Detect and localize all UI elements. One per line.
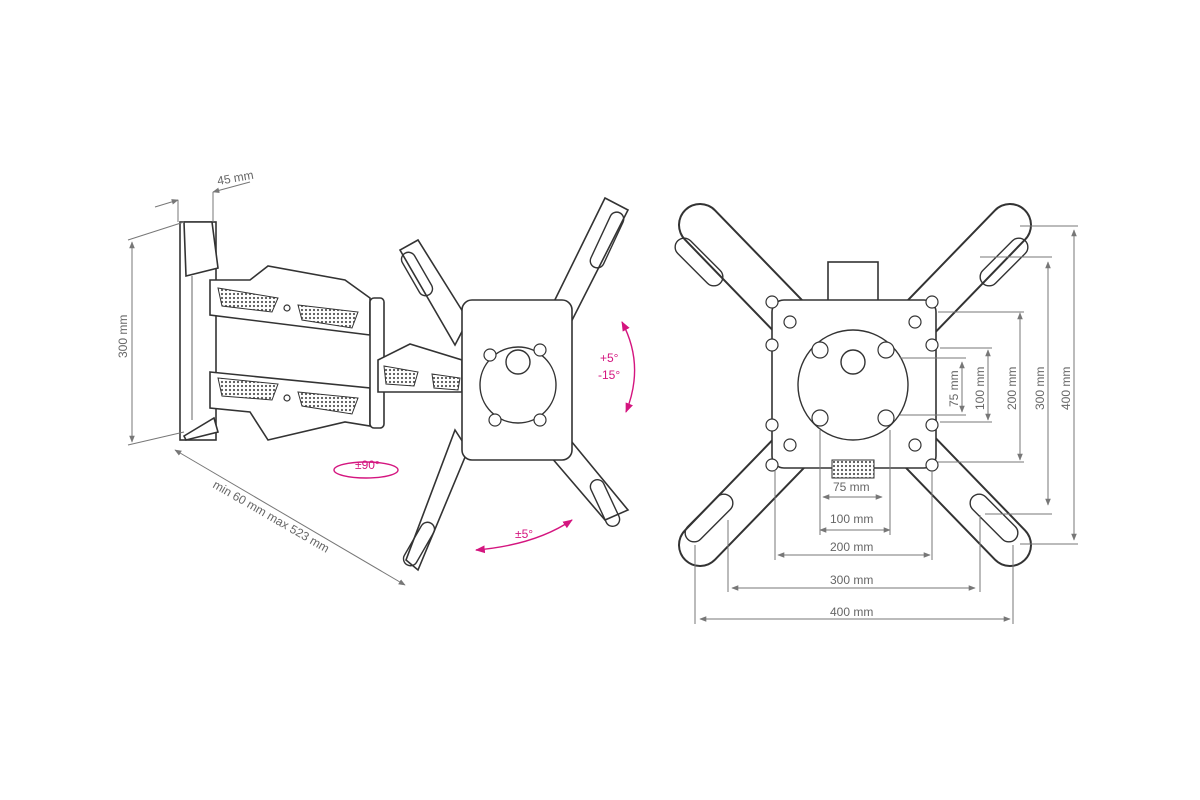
v-dim-75: 75 mm — [947, 370, 961, 407]
h-dim-100: 100 mm — [830, 512, 873, 526]
v-dim-100: 100 mm — [973, 367, 987, 410]
swivel-arrow-icon — [333, 461, 399, 479]
horizontal-dimensions: 75 mm 100 mm 200 mm 300 mm 400 mm — [694, 430, 1014, 624]
mounting-holes — [765, 295, 939, 472]
height-label: 300 mm — [116, 315, 130, 358]
h-dim-400: 400 mm — [830, 605, 873, 619]
v-dim-300: 300 mm — [1033, 367, 1047, 410]
swivel-label: ±90° — [355, 458, 380, 472]
vertical-dimensions: 75 mm 100 mm 200 mm 300 mm 400 mm — [900, 225, 1078, 545]
v-dim-400: 400 mm — [1059, 367, 1073, 410]
lower-arm — [209, 371, 371, 441]
tilt-arrow-icon — [621, 321, 636, 413]
v-dim-200: 200 mm — [1005, 367, 1019, 410]
rotation-arrow-icon — [475, 519, 573, 554]
extension-label: min 60 mm max 523 mm — [211, 477, 332, 555]
vesa-plate-side — [398, 196, 630, 572]
h-dim-75: 75 mm — [833, 480, 870, 494]
depth-label: 45 mm — [216, 168, 255, 188]
tilt-down-label: -15° — [598, 368, 620, 382]
vesa-cross — [674, 203, 1032, 567]
side-view: 45 mm 300 mm min 60 mm max 523 mm ±90° +… — [116, 168, 636, 586]
front-view: 75 mm 100 mm 200 mm 300 mm 400 mm 75 mm … — [674, 203, 1078, 624]
upper-arm — [209, 265, 371, 336]
rotation-label: ±5° — [515, 527, 533, 541]
h-dim-300: 300 mm — [830, 573, 873, 587]
wall-plate — [179, 221, 219, 441]
tilt-up-label: +5° — [600, 351, 619, 365]
h-dim-200: 200 mm — [830, 540, 873, 554]
